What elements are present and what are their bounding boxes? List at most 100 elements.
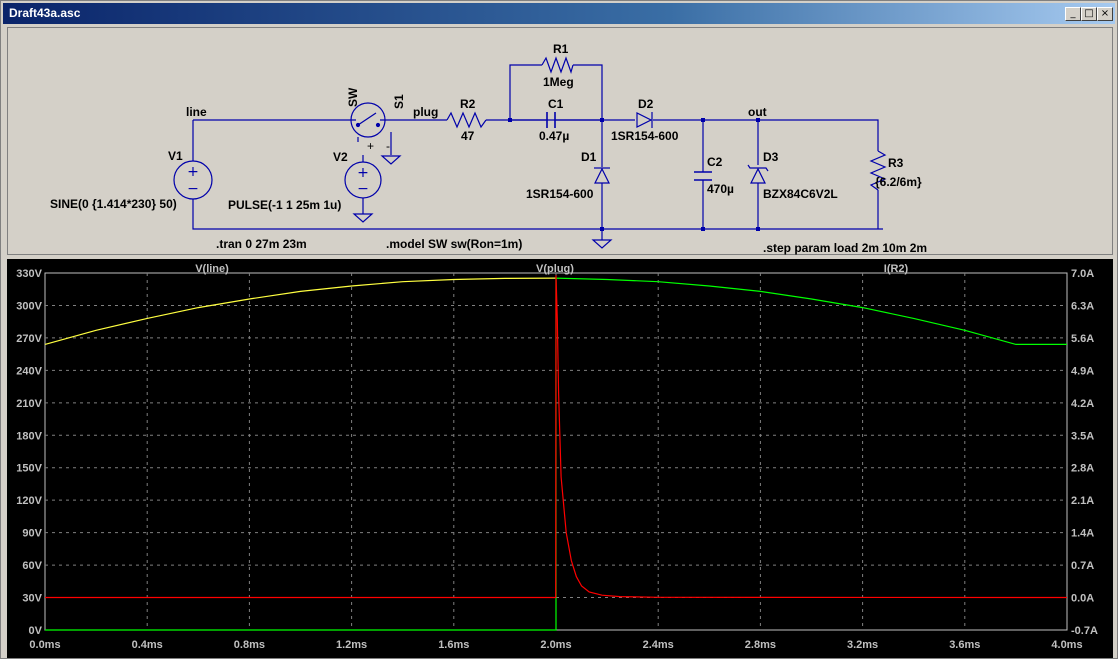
title-bar[interactable]: Draft43a.asc _ □ × xyxy=(3,3,1115,24)
waveform-canvas[interactable]: 0.0ms 0.4ms 0.8ms 1.2ms 1.6ms 2.0ms 2.4ms 2.8ms… xyxy=(7,259,1113,658)
switch-ctrl-minus: - xyxy=(386,139,390,153)
legend-v-plug[interactable]: V(plug) xyxy=(536,263,574,275)
y-left-tick-label: 210V xyxy=(16,398,42,410)
y-right-tick-label: 4.9A xyxy=(1071,365,1094,377)
d1-value: 1SR154-600 xyxy=(526,187,594,201)
close-button[interactable]: × xyxy=(1097,7,1113,21)
y-right-tick-label: 5.6A xyxy=(1071,333,1094,345)
d1-name: D1 xyxy=(581,150,597,164)
y-right-tick-label: 1.4A xyxy=(1071,528,1094,540)
c1-value: 0.47µ xyxy=(539,129,569,143)
v1-value: SINE(0 {1.414*230} 50) xyxy=(50,197,177,211)
x-tick-label: 1.2ms xyxy=(336,639,367,651)
c2-value: 470µ xyxy=(707,182,734,196)
y-left-tick-label: 0V xyxy=(29,625,43,637)
y-right-tick-label: 3.5A xyxy=(1071,430,1094,442)
y-left-tick-label: 240V xyxy=(16,365,42,377)
maximize-button[interactable]: □ xyxy=(1081,7,1097,21)
c1-name: C1 xyxy=(548,97,564,111)
junctions xyxy=(508,118,760,231)
svg-text:−: − xyxy=(357,181,369,197)
wires xyxy=(192,64,883,240)
window-title: Draft43a.asc xyxy=(9,6,81,20)
y-left-tick-label: 300V xyxy=(16,300,42,312)
y-right-tick-label: 0.7A xyxy=(1071,560,1094,572)
capacitor-c2-symbol[interactable] xyxy=(694,171,712,181)
x-tick-label: 2.8ms xyxy=(745,639,776,651)
ground-icons xyxy=(352,155,613,249)
v2-source-symbol[interactable]: + − xyxy=(344,161,382,199)
d3-name: D3 xyxy=(763,150,779,164)
y-left-tick-label: 60V xyxy=(22,560,42,572)
y-left-tick-label: 30V xyxy=(22,593,42,605)
x-tick-label: 0.4ms xyxy=(132,639,163,651)
y-left-tick-label: 150V xyxy=(16,463,42,475)
resistor-r1-symbol[interactable] xyxy=(541,56,574,74)
x-tick-label: 3.2ms xyxy=(847,639,878,651)
x-tick-label: 0.0ms xyxy=(29,639,60,651)
legend-v-line[interactable]: V(line) xyxy=(195,263,229,275)
net-label-plug: plug xyxy=(413,105,438,119)
r1-name: R1 xyxy=(553,42,569,56)
y-left-tick-label: 120V xyxy=(16,495,42,507)
c2-name: C2 xyxy=(707,155,723,169)
waveform-pane[interactable]: 0.0ms 0.4ms 0.8ms 1.2ms 1.6ms 2.0ms 2.4ms 2.8ms… xyxy=(7,259,1113,658)
d2-name: D2 xyxy=(638,97,654,111)
series-traces xyxy=(44,275,1068,631)
schematic-canvas[interactable]: + − + − + - xyxy=(8,28,1114,256)
x-tick-label: 4.0ms xyxy=(1051,639,1082,651)
r3-value: {6.2/6m} xyxy=(875,175,922,189)
d2-value: 1SR154-600 xyxy=(611,129,679,143)
r1-value: 1Meg xyxy=(543,75,574,89)
resistor-r3-symbol[interactable] xyxy=(869,150,887,191)
y-right-tick-label: 7.0A xyxy=(1071,268,1094,280)
switch-s1-symbol[interactable] xyxy=(350,102,386,142)
x-tick-label: 2.4ms xyxy=(643,639,674,651)
switch-ctrl-plus: + xyxy=(367,139,374,153)
resistor-r2-symbol[interactable] xyxy=(446,111,487,129)
v1-source-symbol[interactable]: + − xyxy=(173,160,213,200)
x-tick-label: 3.6ms xyxy=(949,639,980,651)
y-left-tick-label: 90V xyxy=(22,528,42,540)
axis-ticks: 0.0ms 0.4ms 0.8ms 1.2ms 1.6ms 2.0ms 2.4ms 2.8ms… xyxy=(16,268,1098,651)
y-left-tick-label: 180V xyxy=(16,430,42,442)
series-line-i-r2 xyxy=(45,275,1068,599)
v2-name: V2 xyxy=(333,150,348,164)
series-line-v-line xyxy=(44,277,557,345)
x-tick-label: 2.0ms xyxy=(540,639,571,651)
y-right-tick-label: 0.0A xyxy=(1071,593,1094,605)
r2-value: 47 xyxy=(461,129,475,143)
y-right-tick-label: 2.1A xyxy=(1071,495,1094,507)
x-tick-label: 1.6ms xyxy=(438,639,469,651)
s1-name: S1 xyxy=(392,94,406,109)
v2-value: PULSE(-1 1 25m 1u) xyxy=(228,198,341,212)
model-directive: .model SW sw(Ron=1m) xyxy=(386,237,522,251)
y-right-tick-label: 2.8A xyxy=(1071,463,1094,475)
s1-model: SW xyxy=(346,87,360,107)
y-left-tick-label: 270V xyxy=(16,333,42,345)
zener-d3-symbol[interactable] xyxy=(747,164,769,184)
tran-directive: .tran 0 27m 23m xyxy=(216,237,307,251)
diode-d2-symbol[interactable] xyxy=(636,112,653,128)
step-directive: .step param load 2m 10m 2m xyxy=(763,241,927,255)
net-label-line: line xyxy=(186,105,207,119)
legend-i-r2[interactable]: I(R2) xyxy=(884,263,909,275)
svg-text:+: + xyxy=(357,165,369,181)
minimize-button[interactable]: _ xyxy=(1065,7,1081,21)
schematic-pane[interactable]: + − + − + - xyxy=(7,27,1113,255)
y-right-tick-label: 4.2A xyxy=(1071,398,1094,410)
r2-name: R2 xyxy=(460,97,476,111)
y-left-tick-label: 330V xyxy=(16,268,42,280)
svg-text:−: − xyxy=(187,181,199,197)
r3-name: R3 xyxy=(888,156,904,170)
x-tick-label: 0.8ms xyxy=(234,639,265,651)
y-right-tick-label: -0.7A xyxy=(1071,625,1098,637)
y-right-tick-label: 6.3A xyxy=(1071,300,1094,312)
v1-name: V1 xyxy=(168,149,183,163)
diode-d1-symbol[interactable] xyxy=(594,167,610,184)
capacitor-c1-symbol[interactable] xyxy=(546,112,556,128)
net-label-out: out xyxy=(748,105,767,119)
svg-text:+: + xyxy=(187,164,199,180)
d3-value: BZX84C6V2L xyxy=(763,187,838,201)
